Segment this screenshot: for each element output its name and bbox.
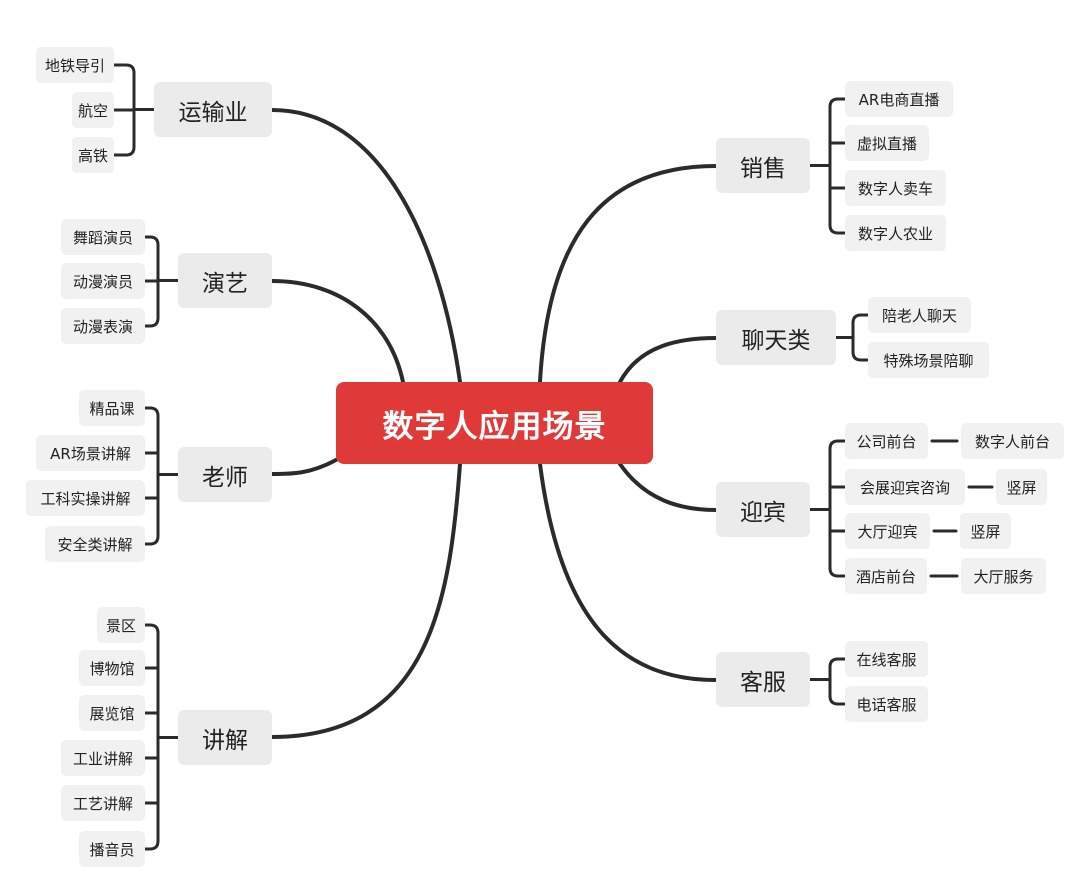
leaf-vertical-screen-2: 竖屏: [960, 513, 1011, 549]
connector-teacher: [270, 458, 338, 476]
leaf-online-service: 在线客服: [845, 641, 928, 677]
bracket-reception-bracket: [828, 439, 847, 578]
leaf-high-speed-rail: 高铁: [72, 137, 114, 173]
leaf-aviation: 航空: [72, 92, 114, 128]
branch-guide: 讲解: [178, 710, 272, 765]
branch-reception: 迎宾: [716, 482, 810, 537]
leaf-industrial-explain: 工业讲解: [61, 740, 145, 776]
bracket-service-bracket: [828, 657, 847, 706]
leaf-safety-explain: 安全类讲解: [45, 526, 145, 562]
connector-transport: [270, 108, 462, 384]
connector-guide: [270, 462, 462, 739]
connector-performing: [270, 279, 405, 384]
leaf-anime-performance: 动漫表演: [61, 308, 145, 344]
connector-reception: [618, 462, 718, 512]
leaf-lobby-reception: 大厅迎宾: [845, 513, 930, 549]
branch-customer-service: 客服: [716, 652, 810, 707]
branch-teacher: 老师: [178, 447, 272, 502]
leaf-premium-course: 精品课: [79, 390, 145, 426]
leaf-vertical-screen: 竖屏: [996, 469, 1047, 505]
leaf-scenic-area: 景区: [97, 607, 145, 643]
branch-performing-arts: 演艺: [178, 253, 272, 308]
connector-chat: [618, 336, 718, 384]
leaf-craft-explain: 工艺讲解: [61, 785, 145, 821]
central-topic: 数字人应用场景: [336, 382, 653, 464]
leaf-phone-service: 电话客服: [845, 686, 928, 722]
leaf-dancer: 舞蹈演员: [61, 219, 145, 255]
bracket-sales-bracket: [828, 97, 847, 235]
leaf-digital-front-desk: 数字人前台: [961, 423, 1064, 459]
leaf-exhibition-hall: 展览馆: [79, 695, 145, 731]
leaf-car-sales: 数字人卖车: [845, 170, 946, 206]
leaf-ar-scene-explain: AR场景讲解: [36, 435, 145, 471]
leaf-announcer: 播音员: [79, 831, 145, 867]
leaf-subway-guide: 地铁导引: [36, 47, 114, 83]
leaf-company-front-desk: 公司前台: [845, 423, 928, 459]
bracket-teacher-bracket: [143, 406, 160, 546]
branch-transport: 运输业: [154, 82, 272, 137]
bracket-guide-bracket: [143, 623, 160, 851]
branch-chat: 聊天类: [716, 310, 836, 365]
leaf-museum: 博物馆: [79, 650, 145, 686]
leaf-anime-actor: 动漫演员: [61, 263, 145, 299]
leaf-lobby-service: 大厅服务: [961, 558, 1046, 594]
leaf-engineering-practice: 工科实操讲解: [26, 480, 145, 516]
leaf-virtual-live: 虚拟直播: [845, 125, 929, 161]
connector-service: [538, 462, 718, 682]
bracket-chat-bracket: [851, 313, 870, 362]
leaf-exhibition-reception: 会展迎宾咨询: [845, 469, 965, 505]
connector-sales: [538, 164, 718, 384]
branch-sales: 销售: [716, 138, 810, 193]
leaf-hotel-front-desk: 酒店前台: [845, 558, 927, 594]
leaf-ar-ecommerce-live: AR电商直播: [845, 81, 953, 117]
leaf-special-chat: 特殊场景陪聊: [868, 342, 989, 378]
leaf-elderly-chat: 陪老人聊天: [868, 297, 971, 333]
leaf-agriculture: 数字人农业: [845, 215, 946, 251]
